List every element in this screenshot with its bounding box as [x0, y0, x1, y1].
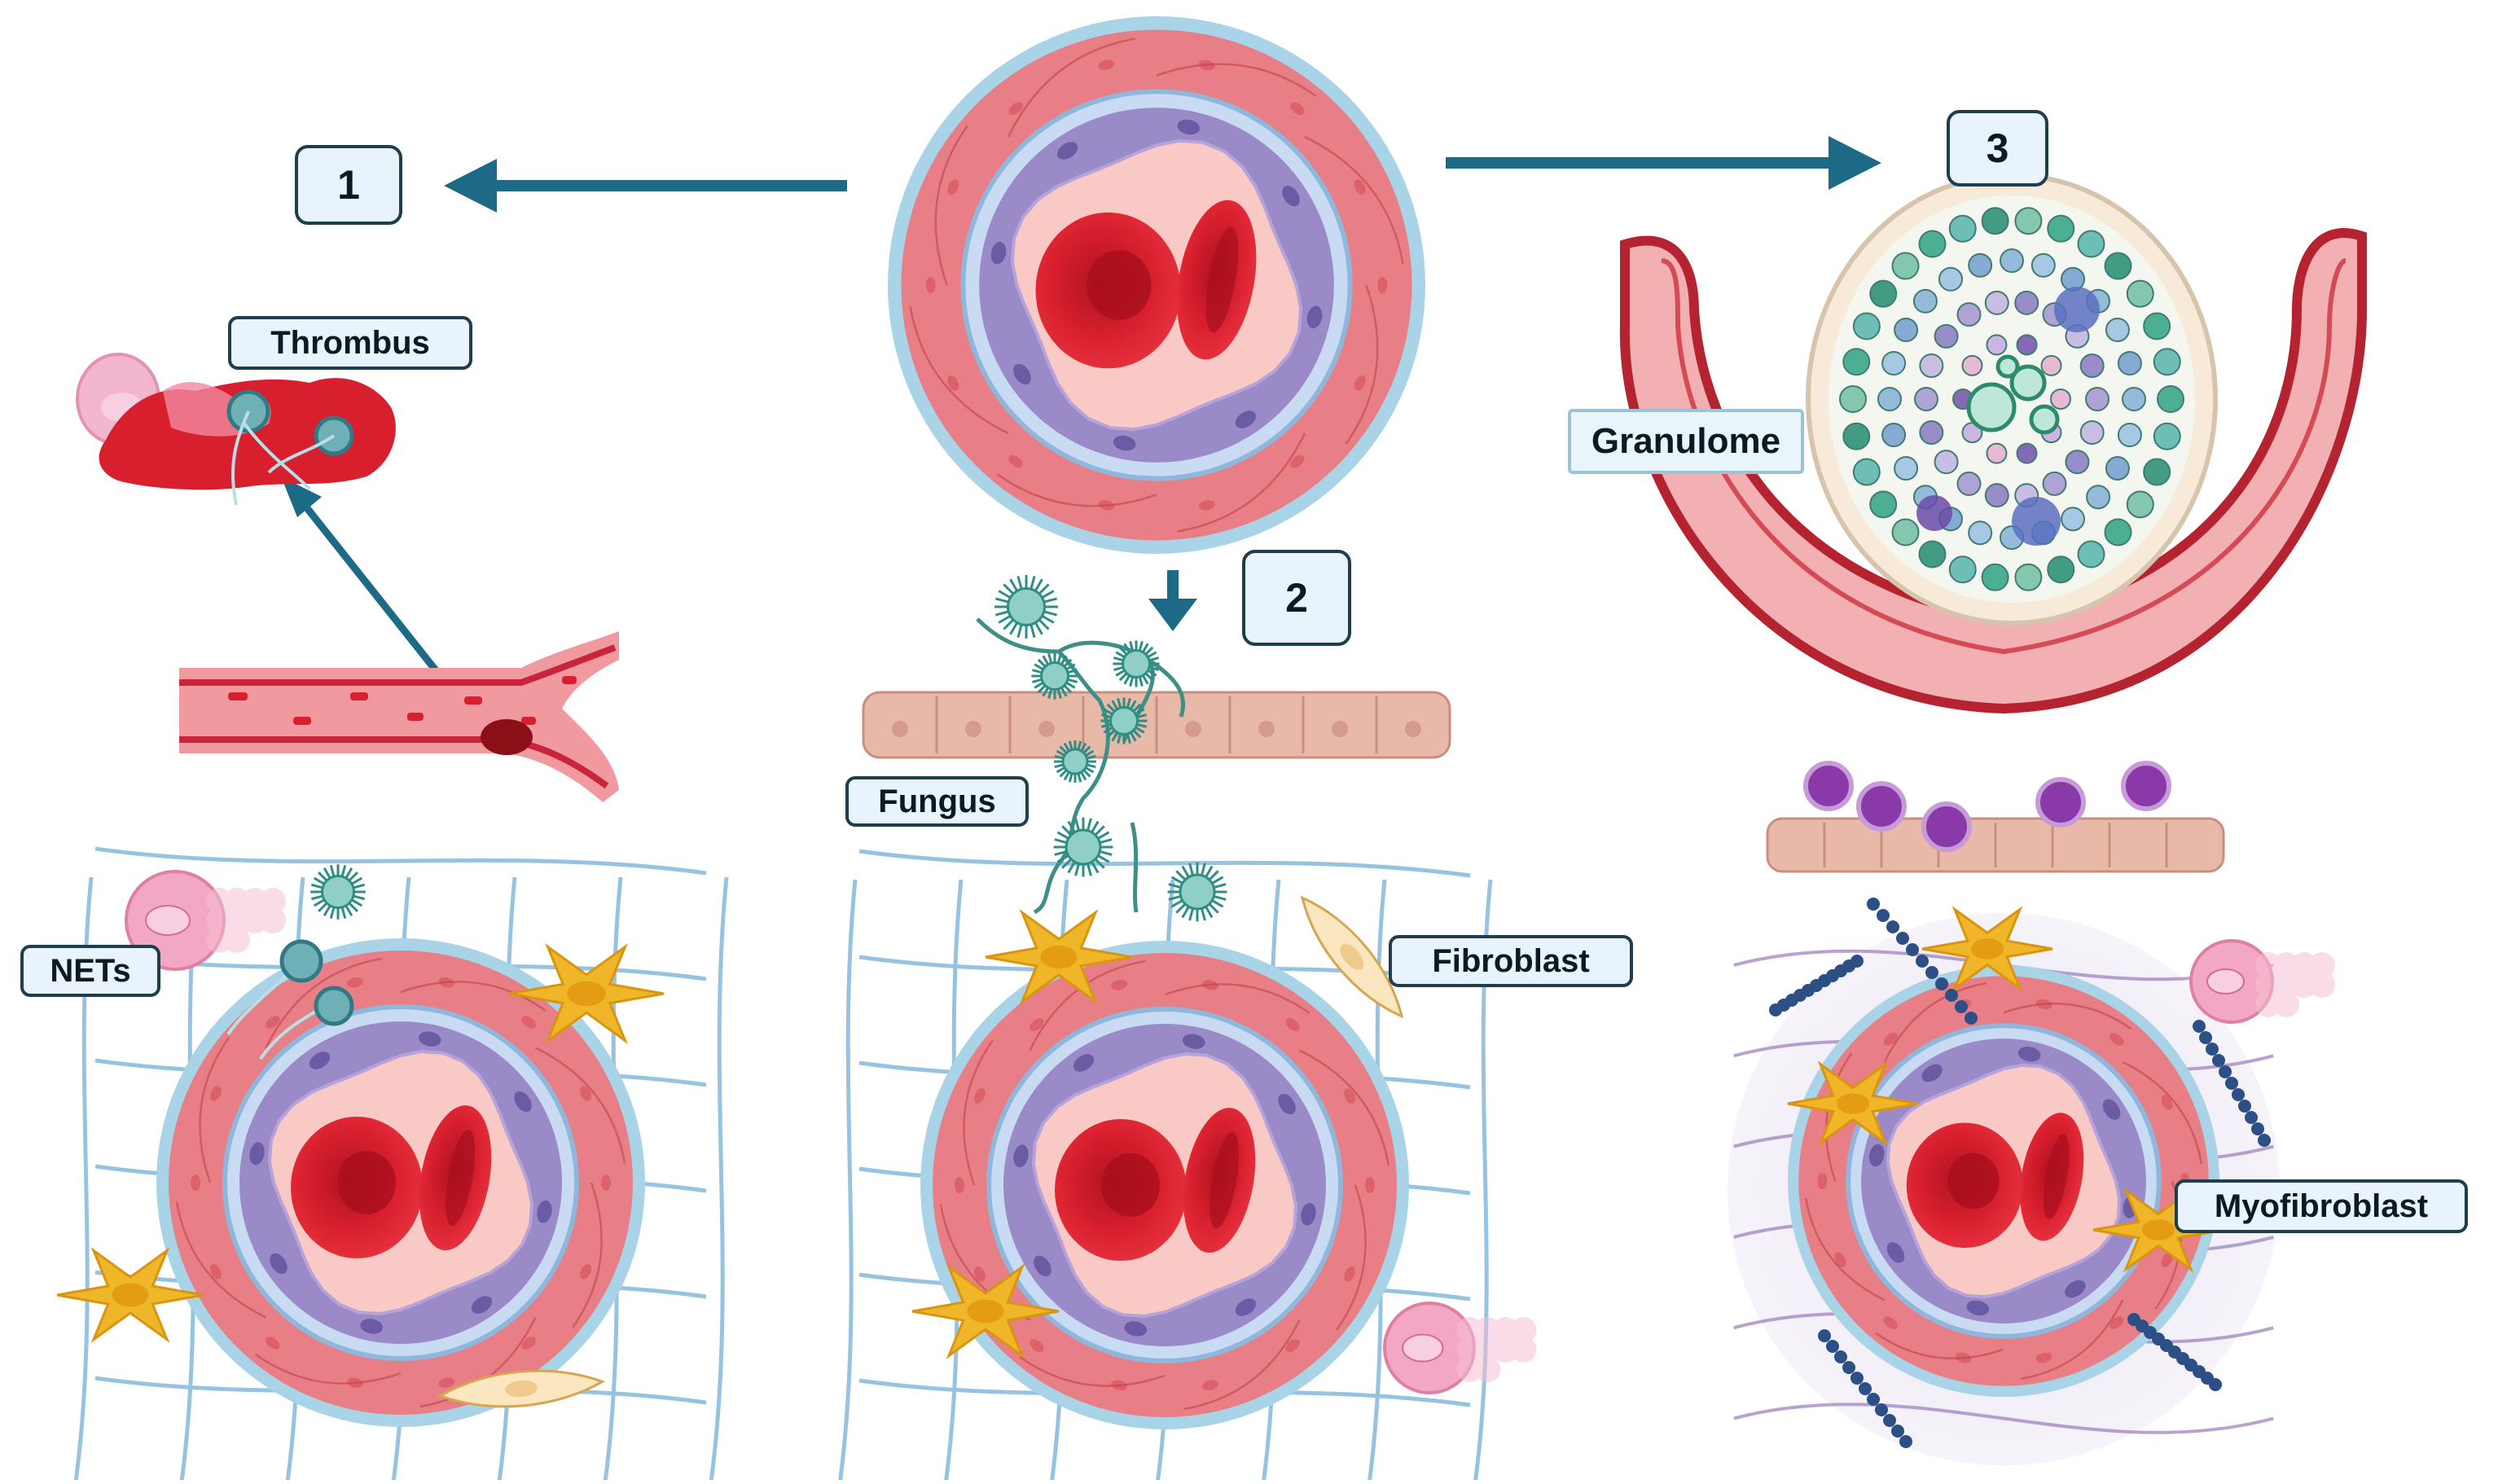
epithelium-step2: [862, 691, 1451, 759]
fungal-spore: [1113, 640, 1160, 687]
collagen-beads: [1769, 898, 2271, 1448]
fibroblast-cell: [911, 1263, 1060, 1359]
thrombus-label: Thrombus: [228, 316, 472, 370]
vessel-step3: [1727, 912, 2281, 1466]
fibroblast-label: Fibroblast: [1389, 935, 1633, 987]
immune-cells-purple: [1803, 761, 2171, 852]
myofibroblast-cell: [1787, 1060, 1919, 1147]
fungal-spore: [1053, 817, 1113, 877]
nets-strands: [226, 939, 354, 1060]
step-3-badge: 3: [1947, 110, 2048, 187]
spindle-fibroblast: [437, 1369, 606, 1408]
nets-label: NETs: [20, 945, 160, 997]
neutrophil: [2189, 939, 2335, 1024]
fungal-spores: [1966, 354, 2060, 435]
arrow-to-step2-head: [1148, 599, 1197, 631]
fungal-spore: [1100, 697, 1148, 744]
arrow-thrombus-origin-head: [281, 476, 322, 517]
arrow-to-step1-head: [444, 159, 497, 213]
myofibroblast-cell: [1921, 906, 2053, 992]
fungal-spore: [1054, 740, 1096, 783]
fungal-spore: [1167, 862, 1227, 922]
fibroblast-cell: [985, 909, 1133, 1005]
granuloma-illustration: [1619, 173, 2367, 714]
step-1-badge: 1: [295, 145, 402, 225]
granulome-label: Granulome: [1568, 409, 1804, 474]
fibroblast-cell: [56, 1247, 204, 1343]
vessel-main: [888, 16, 1425, 554]
arrow-to-step3-head: [1829, 136, 1881, 190]
myofibroblast-label: Myofibroblast: [2175, 1179, 2468, 1233]
fungus-label: Fungus: [845, 776, 1029, 827]
blood-vessel-longitudinal: [179, 631, 619, 802]
fungal-spore: [1031, 652, 1078, 700]
neutrophil: [1383, 1302, 1537, 1394]
fungal-spore: [310, 864, 366, 920]
fungal-spore: [994, 575, 1058, 639]
thrombus-illustration: [76, 353, 396, 506]
step-2-badge: 2: [1242, 550, 1351, 646]
fibroblast-cell: [508, 943, 665, 1044]
granuloma-cells: [1839, 207, 2184, 591]
spindle-fibroblast: [1300, 895, 1404, 1019]
vessel-step1: [73, 846, 729, 1484]
epithelium-step3: [1766, 817, 2225, 873]
